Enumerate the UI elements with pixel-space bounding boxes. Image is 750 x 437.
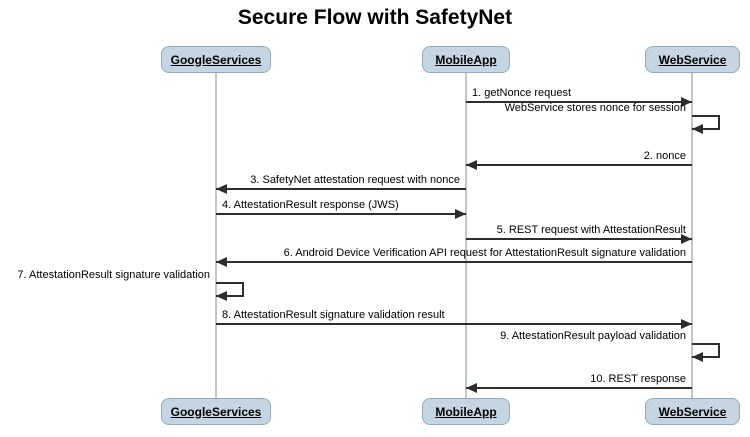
message-label: WebService stores nonce for session <box>504 102 686 114</box>
arrowhead-icon <box>455 209 466 219</box>
message-label: 4. AttestationResult response (JWS) <box>222 199 399 211</box>
message-label: 9. AttestationResult payload validation <box>500 330 686 342</box>
arrowhead-icon <box>692 352 703 362</box>
actor-label: WebService <box>658 52 727 67</box>
arrowhead-icon <box>466 160 477 170</box>
diagram-title: Secure Flow with SafetyNet <box>237 6 513 29</box>
arrowhead-icon <box>216 291 227 301</box>
actor-label: WebService <box>658 404 727 419</box>
arrowhead-icon <box>681 319 692 329</box>
actor-box-bottom-mobileapp: MobileApp <box>422 398 510 425</box>
message-label: 1. getNonce request <box>472 87 572 99</box>
actor-box-top-mobileapp: MobileApp <box>422 46 510 73</box>
actor-box-top-webservice: WebService <box>645 46 740 73</box>
message-label: 7. AttestationResult signature validatio… <box>17 269 210 281</box>
actor-label: GoogleServices <box>170 52 262 67</box>
self-loop <box>692 343 720 358</box>
message-arrow-line <box>216 188 466 190</box>
actor-box-bottom-webservice: WebService <box>645 398 740 425</box>
message-label: 5. REST request with AttestationResult <box>496 224 686 236</box>
message-arrow-line <box>216 213 466 215</box>
message-label: 2. nonce <box>643 150 686 162</box>
message-arrow-line <box>466 238 692 240</box>
lifeline-googleservices <box>215 73 217 398</box>
actor-label: GoogleServices <box>170 404 262 419</box>
message-arrow-line <box>216 261 692 263</box>
actor-label: MobileApp <box>435 404 497 419</box>
message-label: 3. SafetyNet attestation request with no… <box>250 174 460 186</box>
actor-box-top-googleservices: GoogleServices <box>161 46 271 73</box>
lifeline-mobileapp <box>465 73 467 398</box>
self-loop <box>692 115 720 130</box>
arrowhead-icon <box>466 383 477 393</box>
arrowhead-icon <box>216 184 227 194</box>
actor-box-bottom-googleservices: GoogleServices <box>161 398 271 425</box>
message-label: 8. AttestationResult signature validatio… <box>222 309 445 321</box>
message-label: 10. REST response <box>590 373 686 385</box>
arrowhead-icon <box>692 124 703 134</box>
arrowhead-icon <box>681 234 692 244</box>
message-arrow-line <box>466 164 692 166</box>
message-arrow-line <box>466 387 692 389</box>
arrowhead-icon <box>681 97 692 107</box>
lifeline-webservice <box>691 73 693 398</box>
arrowhead-icon <box>216 257 227 267</box>
message-arrow-line <box>216 323 692 325</box>
actor-label: MobileApp <box>435 52 497 67</box>
self-loop <box>216 282 244 297</box>
message-label: 6. Android Device Verification API reque… <box>283 247 686 259</box>
message-arrow-line <box>466 101 692 103</box>
